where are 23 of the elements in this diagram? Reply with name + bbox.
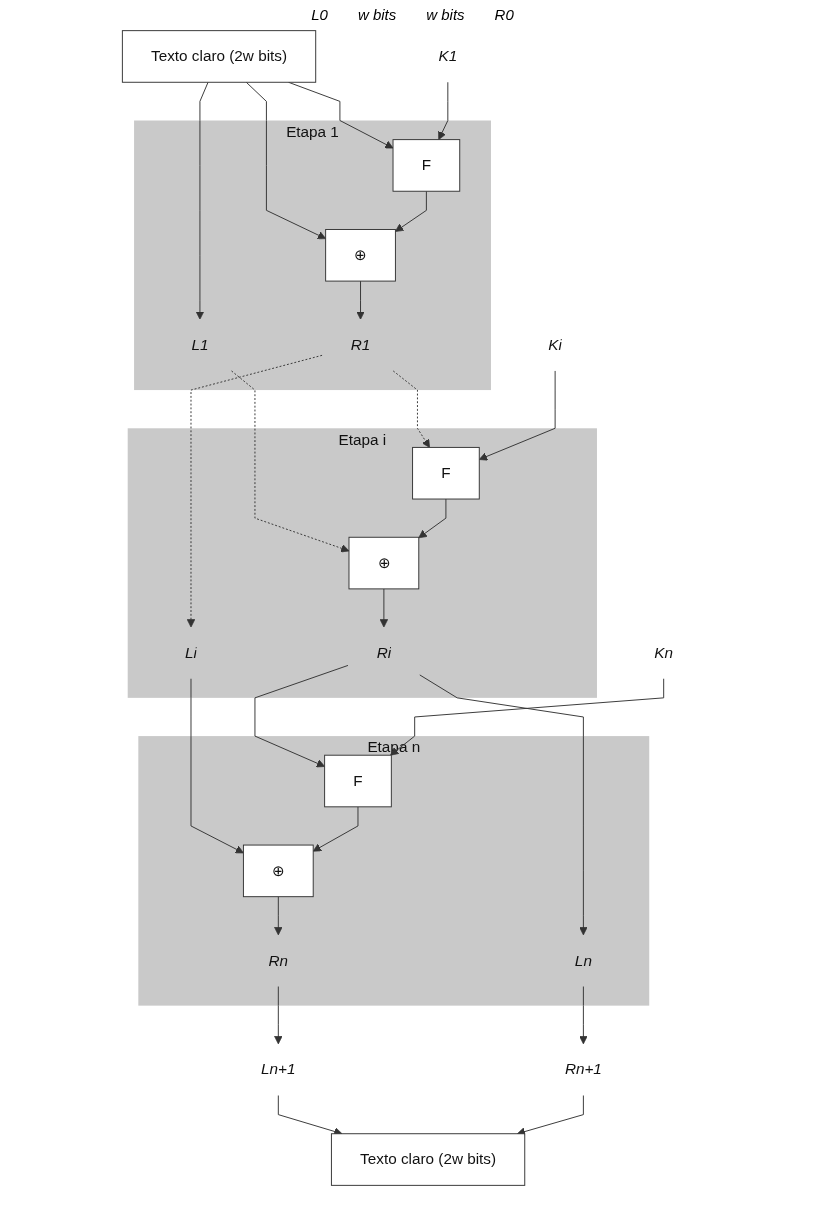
signal-label: L0 [311,6,328,23]
node-text: Ri [377,644,392,661]
node-text: Kn [654,644,674,661]
node-box: F [393,139,461,192]
signal-label: R0 [494,6,514,23]
node-text: Rn [268,952,289,969]
node-box: ⊕ [325,229,397,282]
node-box: F [324,754,393,808]
node-box: ⊕ [348,536,420,590]
node-text: Ki [548,336,563,353]
node-text: K1 [438,47,458,65]
node-text: Li [185,644,198,661]
node-box: Texto claro (2w bits) [122,30,317,83]
node-box: Texto claro (2w bits) [331,1133,526,1186]
node-box: ⊕ [243,844,315,898]
node-text: Rn+1 [565,1061,603,1078]
node-text: Ln+1 [261,1061,296,1078]
node-box: F [412,446,481,500]
node-text: Ln [575,952,593,969]
node-text: L1 [191,336,209,353]
signal-label: w bits [426,6,465,23]
node-text: R1 [351,336,371,353]
signal-label: w bits [357,6,397,23]
